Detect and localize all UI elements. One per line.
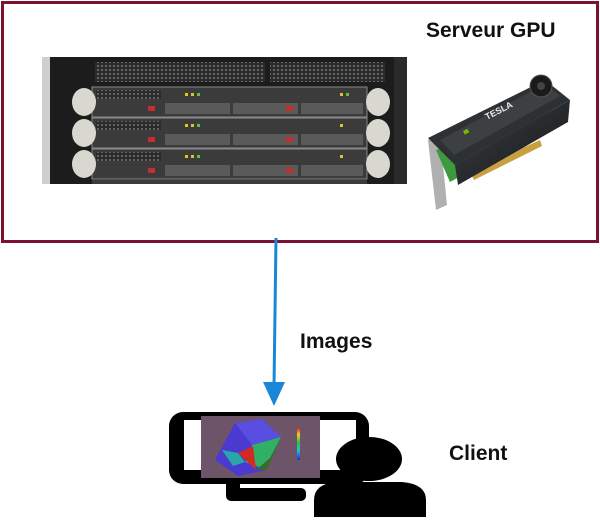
- images-arrow: [263, 237, 285, 406]
- gpu-server-box: [1, 1, 599, 243]
- gpu-card-image: TESLA: [428, 74, 570, 210]
- arrowhead-icon: [263, 382, 285, 406]
- nvidia-logo-icon: [462, 128, 470, 135]
- client-label: Client: [449, 442, 508, 465]
- colorbar: [297, 428, 300, 460]
- server-rack-image: [42, 57, 407, 184]
- rendered-mesh-image: [201, 416, 320, 478]
- user-silhouette-icon: [314, 437, 426, 517]
- server-units: [72, 86, 390, 184]
- server-title: Serveur GPU: [426, 19, 556, 42]
- arrow-label: Images: [300, 330, 373, 353]
